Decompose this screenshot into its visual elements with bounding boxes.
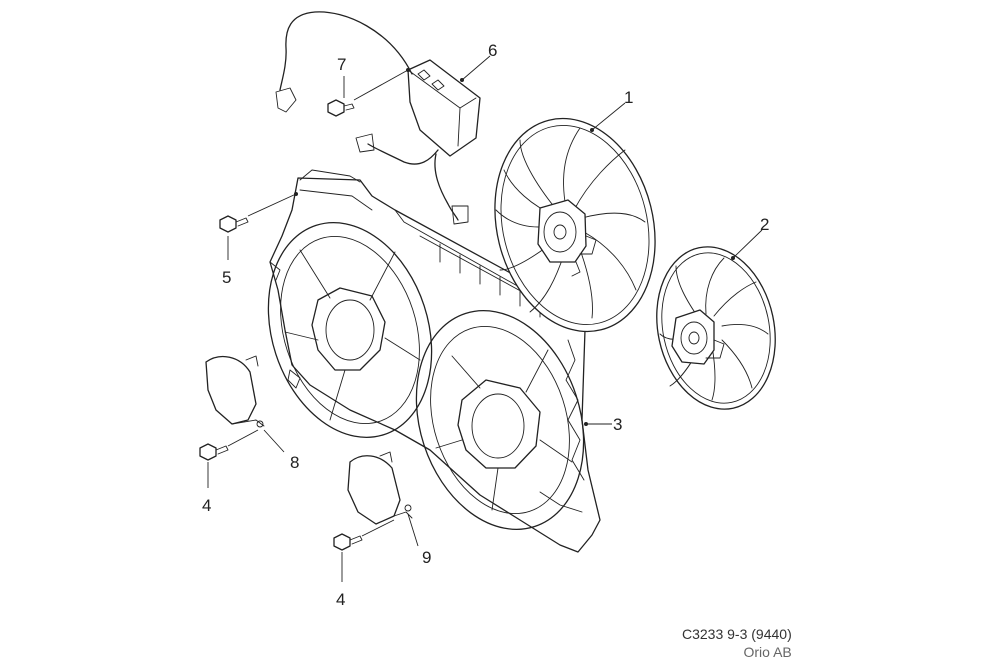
fan-control-module [275, 11, 481, 225]
callout-numbers: 1 2 3 4 4 5 6 7 8 9 [202, 41, 769, 609]
callout-5: 5 [222, 268, 231, 287]
figure-source: Orio AB [743, 644, 792, 660]
fan-shroud [267, 169, 601, 553]
callout-7: 7 [337, 55, 346, 74]
figure-caption: C3233 9-3 (9440) Orio AB [682, 625, 792, 661]
fan-large [494, 117, 656, 333]
callout-3: 3 [613, 415, 622, 434]
bolt-7 [327, 99, 355, 117]
callout-9: 9 [422, 548, 431, 567]
bolt-4-lower [333, 533, 363, 551]
callout-4-lower: 4 [336, 590, 345, 609]
callout-6: 6 [488, 41, 497, 60]
cover-8 [205, 355, 265, 428]
callout-1: 1 [624, 88, 633, 107]
figure-code: C3233 9-3 (9440) [682, 626, 792, 642]
callout-8: 8 [290, 453, 299, 472]
callout-4-upper: 4 [202, 496, 211, 515]
bolt-5 [219, 215, 249, 233]
cover-9 [347, 451, 413, 525]
callout-2: 2 [760, 215, 769, 234]
bolt-4-upper [199, 443, 229, 461]
leader-lines [207, 55, 763, 582]
fan-small [656, 246, 776, 410]
